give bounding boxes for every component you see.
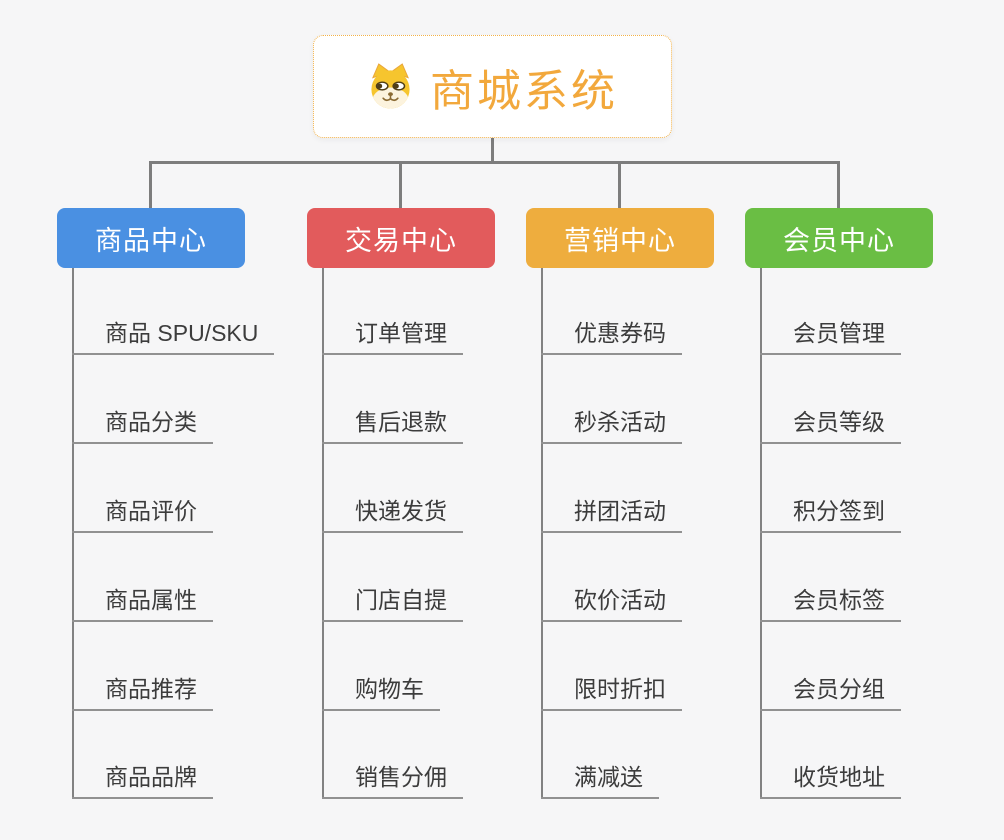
mindmap-leaf[interactable]: 满减送 [541, 765, 659, 799]
branch-trade-center[interactable]: 交易中心 [307, 208, 495, 268]
branch-label: 交易中心 [345, 225, 457, 256]
mindmap-leaf[interactable]: 商品推荐 [72, 677, 213, 711]
mindmap-leaf[interactable]: 售后退款 [322, 410, 463, 444]
connector-drop [149, 161, 152, 209]
mindmap-leaf[interactable]: 商品品牌 [72, 765, 213, 799]
connector-trunk [491, 138, 494, 163]
branch-product-center[interactable]: 商品中心 [57, 208, 245, 268]
mindmap-leaf[interactable]: 快递发货 [322, 499, 463, 533]
mindmap-leaf[interactable]: 砍价活动 [541, 588, 682, 622]
connector-drop [837, 161, 840, 209]
mindmap-leaf[interactable]: 购物车 [322, 677, 440, 711]
mindmap-leaf[interactable]: 商品属性 [72, 588, 213, 622]
dog-face-icon [371, 63, 410, 109]
mindmap-leaf[interactable]: 会员管理 [760, 321, 901, 355]
connector-horizontal [149, 161, 840, 164]
mindmap-leaf[interactable]: 会员等级 [760, 410, 901, 444]
connector-drop [618, 161, 621, 209]
mindmap-leaf[interactable]: 优惠券码 [541, 321, 682, 355]
branch-children-line [541, 268, 543, 799]
mindmap-leaf[interactable]: 收货地址 [760, 765, 901, 799]
mindmap-leaf[interactable]: 商品分类 [72, 410, 213, 444]
mindmap-leaf[interactable]: 限时折扣 [541, 677, 682, 711]
mindmap-leaf[interactable]: 会员分组 [760, 677, 901, 711]
mindmap-leaf[interactable]: 商品 SPU/SKU [72, 321, 275, 355]
branch-member-center[interactable]: 会员中心 [745, 208, 933, 268]
root-node-mall-system[interactable]: 商城系统 [313, 35, 672, 138]
mindmap-leaf[interactable]: 积分签到 [760, 499, 901, 533]
branch-label: 营销中心 [564, 225, 676, 256]
branch-children-line [72, 268, 74, 799]
mindmap-leaf[interactable]: 商品评价 [72, 499, 213, 533]
branch-children-line [760, 268, 762, 799]
branch-label: 商品中心 [95, 225, 207, 256]
branch-children-line [322, 268, 324, 799]
root-title: 商城系统 [430, 66, 618, 116]
mindmap-leaf[interactable]: 会员标签 [760, 588, 901, 622]
branch-marketing-center[interactable]: 营销中心 [526, 208, 714, 268]
mindmap-leaf[interactable]: 秒杀活动 [541, 410, 682, 444]
mindmap-leaf[interactable]: 订单管理 [322, 321, 463, 355]
mindmap-leaf[interactable]: 门店自提 [322, 588, 463, 622]
connector-drop [399, 161, 402, 209]
mindmap-leaf[interactable]: 拼团活动 [541, 499, 682, 533]
branch-label: 会员中心 [783, 225, 895, 256]
mindmap-leaf[interactable]: 销售分佣 [322, 765, 463, 799]
